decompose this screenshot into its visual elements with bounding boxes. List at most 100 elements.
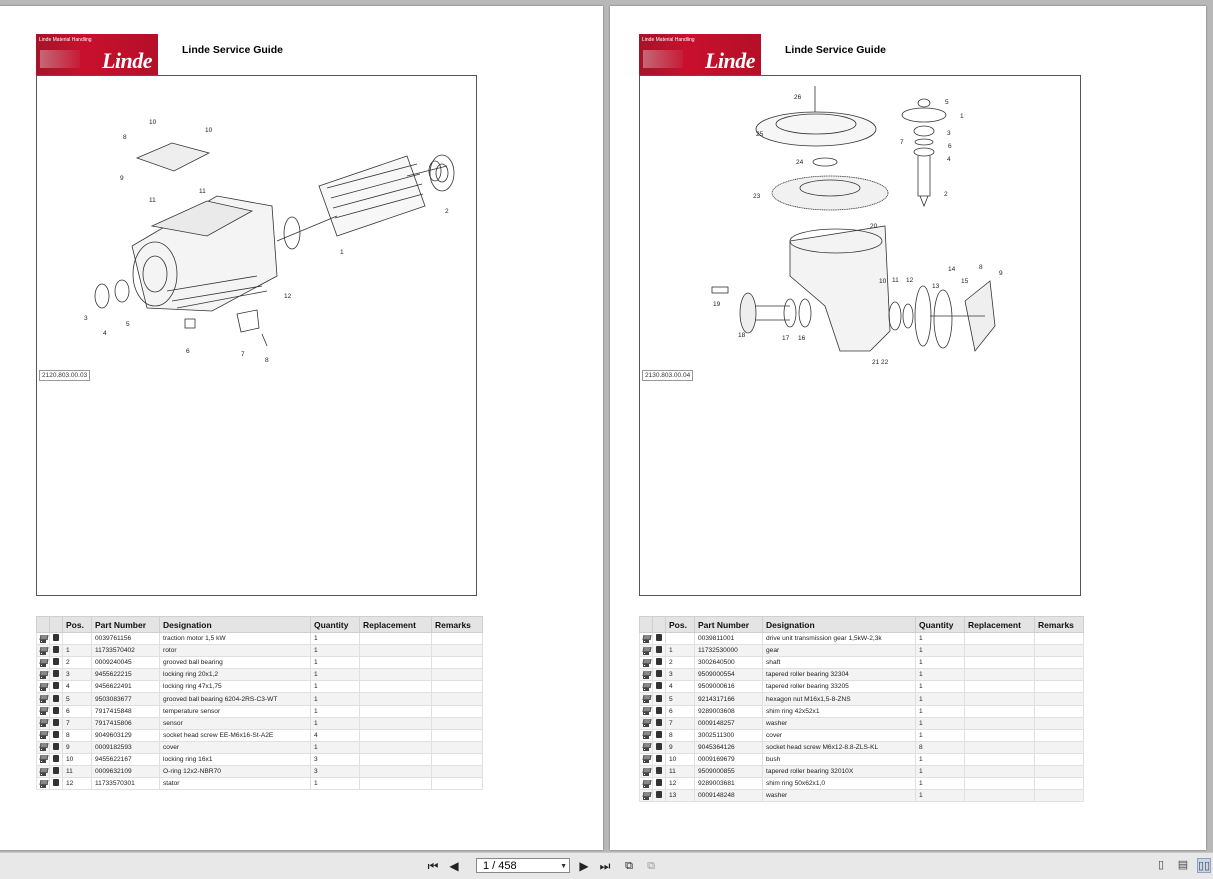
clipboard-icon[interactable]	[656, 779, 662, 787]
cart-cell[interactable]	[639, 777, 653, 791]
cart-cell[interactable]	[36, 765, 50, 779]
cart-icon[interactable]	[642, 635, 650, 641]
cart-cell[interactable]	[639, 740, 653, 754]
clipboard-icon[interactable]	[53, 779, 59, 787]
note-cell[interactable]	[652, 668, 666, 682]
cart-cell[interactable]	[36, 668, 50, 682]
cart-icon[interactable]	[39, 695, 47, 701]
cart-icon[interactable]	[642, 719, 650, 725]
previous-page-icon[interactable]: ◀	[449, 859, 459, 873]
cart-cell[interactable]	[36, 644, 50, 658]
cart-cell[interactable]	[639, 692, 653, 706]
cart-icon[interactable]	[39, 683, 47, 689]
clipboard-icon[interactable]	[656, 670, 662, 678]
cart-cell[interactable]	[36, 777, 50, 791]
cart-icon[interactable]	[642, 731, 650, 737]
cart-cell[interactable]	[639, 668, 653, 682]
note-cell[interactable]	[652, 704, 666, 718]
cart-icon[interactable]	[642, 792, 650, 798]
note-cell[interactable]	[49, 740, 63, 754]
note-cell[interactable]	[652, 680, 666, 694]
clipboard-icon[interactable]	[53, 694, 59, 702]
clipboard-icon[interactable]	[53, 767, 59, 775]
clipboard-icon[interactable]	[656, 742, 662, 750]
cart-icon[interactable]	[642, 743, 650, 749]
cart-cell[interactable]	[36, 631, 50, 646]
note-cell[interactable]	[652, 692, 666, 706]
note-cell[interactable]	[49, 680, 63, 694]
cart-cell[interactable]	[36, 680, 50, 694]
note-cell[interactable]	[49, 656, 63, 670]
cart-icon[interactable]	[39, 780, 47, 786]
page-number-input[interactable]: 1 / 458 ▼	[476, 858, 570, 873]
clipboard-icon[interactable]	[656, 634, 662, 642]
clipboard-icon[interactable]	[53, 682, 59, 690]
clipboard-icon[interactable]	[656, 767, 662, 775]
note-cell[interactable]	[652, 728, 666, 742]
cart-icon[interactable]	[39, 719, 47, 725]
clipboard-icon[interactable]	[53, 718, 59, 726]
cart-cell[interactable]	[639, 752, 653, 767]
note-cell[interactable]	[49, 692, 63, 706]
note-cell[interactable]	[652, 656, 666, 670]
copy-page-icon[interactable]: ⧉	[625, 860, 633, 872]
clipboard-icon[interactable]	[656, 682, 662, 690]
note-cell[interactable]	[49, 644, 63, 658]
cart-cell[interactable]	[639, 631, 653, 646]
note-cell[interactable]	[652, 740, 666, 754]
cart-icon[interactable]	[642, 683, 650, 689]
cart-icon[interactable]	[39, 659, 47, 665]
note-cell[interactable]	[652, 716, 666, 730]
note-cell[interactable]	[652, 765, 666, 779]
clipboard-icon[interactable]	[656, 694, 662, 702]
cart-icon[interactable]	[39, 755, 47, 761]
cart-icon[interactable]	[642, 768, 650, 774]
two-page-view-icon[interactable]: ▯▯	[1197, 858, 1211, 873]
last-page-icon[interactable]: ⏭	[599, 859, 611, 873]
cart-icon[interactable]	[39, 743, 47, 749]
cart-icon[interactable]	[642, 671, 650, 677]
clipboard-icon[interactable]	[656, 730, 662, 738]
cart-cell[interactable]	[639, 789, 653, 803]
cart-icon[interactable]	[39, 731, 47, 737]
clipboard-icon[interactable]	[53, 670, 59, 678]
clipboard-icon[interactable]	[53, 658, 59, 666]
cart-icon[interactable]	[39, 768, 47, 774]
clipboard-icon[interactable]	[53, 646, 59, 654]
paste-page-icon[interactable]: ⧉	[647, 860, 655, 872]
cart-icon[interactable]	[642, 647, 650, 653]
cart-cell[interactable]	[639, 765, 653, 779]
cart-icon[interactable]	[39, 707, 47, 713]
note-cell[interactable]	[652, 631, 666, 646]
cart-cell[interactable]	[36, 692, 50, 706]
next-page-icon[interactable]: ▶	[579, 859, 589, 873]
clipboard-icon[interactable]	[656, 718, 662, 726]
first-page-icon[interactable]: ⏮	[427, 859, 439, 873]
clipboard-icon[interactable]	[53, 754, 59, 762]
note-cell[interactable]	[49, 704, 63, 718]
cart-icon[interactable]	[642, 695, 650, 701]
cart-cell[interactable]	[36, 656, 50, 670]
clipboard-icon[interactable]	[53, 742, 59, 750]
cart-icon[interactable]	[39, 635, 47, 641]
note-cell[interactable]	[49, 752, 63, 767]
cart-cell[interactable]	[36, 704, 50, 718]
cart-cell[interactable]	[639, 680, 653, 694]
note-cell[interactable]	[49, 728, 63, 742]
cart-cell[interactable]	[639, 656, 653, 670]
note-cell[interactable]	[49, 765, 63, 779]
cart-icon[interactable]	[39, 671, 47, 677]
clipboard-icon[interactable]	[656, 646, 662, 654]
note-cell[interactable]	[652, 644, 666, 658]
cart-icon[interactable]	[642, 707, 650, 713]
note-cell[interactable]	[652, 789, 666, 803]
clipboard-icon[interactable]	[656, 791, 662, 799]
clipboard-icon[interactable]	[656, 754, 662, 762]
cart-icon[interactable]	[642, 659, 650, 665]
clipboard-icon[interactable]	[656, 658, 662, 666]
note-cell[interactable]	[49, 668, 63, 682]
chevron-down-icon[interactable]: ▼	[560, 863, 567, 870]
cart-icon[interactable]	[642, 755, 650, 761]
clipboard-icon[interactable]	[656, 706, 662, 714]
cart-cell[interactable]	[639, 728, 653, 742]
